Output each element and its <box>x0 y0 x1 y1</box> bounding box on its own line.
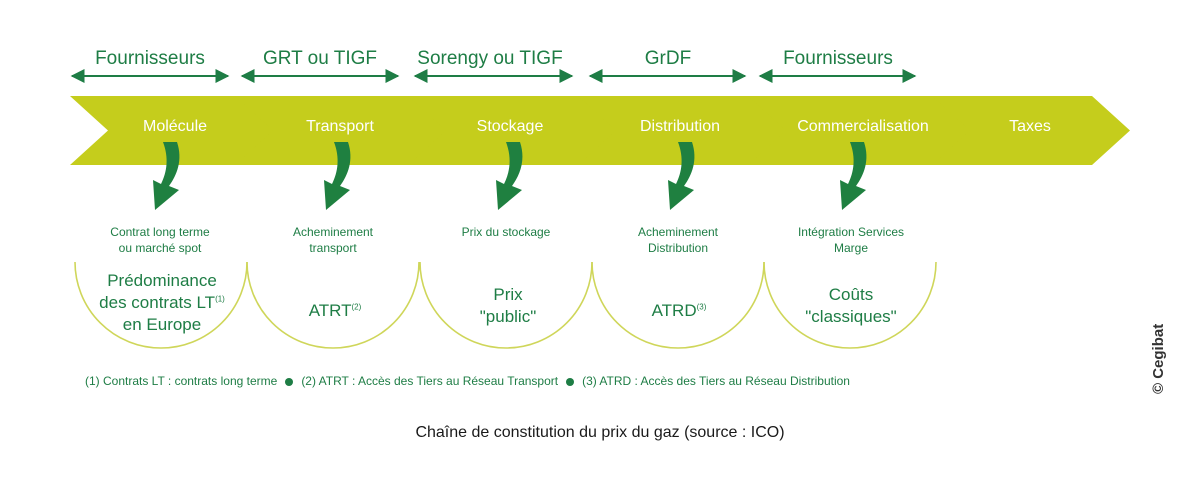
description-molecule: Contrat long terme ou marché spot <box>80 224 240 256</box>
description-line: Acheminement <box>637 225 719 239</box>
actor-label-grt: GRT ou TIGF <box>262 48 378 69</box>
chevron-1 <box>235 96 473 165</box>
description-line: Distribution <box>647 241 709 255</box>
description-stockage: Prix du stockage <box>426 224 586 240</box>
item-line: Coûts <box>828 285 874 304</box>
description-line: Prix du stockage <box>461 225 551 239</box>
stage-label-distribution: Distribution <box>639 118 721 135</box>
item-line: en Europe <box>122 315 202 334</box>
actor-label-fournisseurs: Fournisseurs <box>95 48 205 69</box>
footnote-ref-3: (3) <box>696 302 707 312</box>
curved-down-arrow-2 <box>496 142 523 210</box>
curved-down-arrow-0 <box>153 142 180 210</box>
item-couts-classiques: Coûts "classiques" <box>766 284 936 328</box>
item-atrt: ATRT(2) <box>250 300 420 322</box>
description-transport: Acheminement transport <box>253 224 413 256</box>
actor-label-grdf: GrDF <box>644 48 692 69</box>
actor-label-sorengy: Sorengy ou TIGF <box>417 48 563 69</box>
chevron-2 <box>408 96 646 165</box>
arc-2 <box>419 261 593 349</box>
chevron-0 <box>70 96 308 165</box>
arc-0 <box>74 261 248 349</box>
footnote-3: (3) ATRD : Accès des Tiers au Réseau Dis… <box>582 374 850 388</box>
arc-4 <box>763 261 937 349</box>
item-atrd: ATRD(3) <box>594 300 764 322</box>
footnote-ref-2: (2) <box>351 302 362 312</box>
curved-down-arrow-4 <box>840 142 867 210</box>
description-line: Intégration Services <box>797 225 905 239</box>
item-line: "classiques" <box>805 307 897 326</box>
actor-label-fournisseurs-2: Fournisseurs <box>783 48 893 69</box>
item-line-text: ATRD <box>651 301 697 320</box>
curved-down-arrow-1 <box>324 142 351 210</box>
chevron-5 <box>932 96 1130 165</box>
chevron-4 <box>748 96 986 165</box>
description-line: Contrat long terme <box>110 225 210 239</box>
arc-1 <box>246 261 420 349</box>
stage-label-molecule: Molécule <box>142 118 208 135</box>
item-line-text: ATRT <box>308 301 352 320</box>
item-line: des contrats LT(1) <box>77 292 247 314</box>
description-line: Acheminement <box>292 225 374 239</box>
stage-label-taxes: Taxes <box>1009 118 1051 135</box>
bullet-dot-icon <box>566 377 575 386</box>
description-distribution: Acheminement Distribution <box>598 224 758 256</box>
stage-label-stockage: Stockage <box>476 118 544 135</box>
footnote-2: (2) ATRT : Accès des Tiers au Réseau Tra… <box>301 374 559 388</box>
curved-down-arrow-3 <box>668 142 695 210</box>
item-line: "public" <box>479 307 537 326</box>
description-line: transport <box>309 241 357 255</box>
copyright-credit: © Cegibat <box>1150 323 1167 394</box>
item-line: ATRT(2) <box>250 300 420 322</box>
chevron-3 <box>578 96 816 165</box>
item-line: Prédominance <box>107 271 217 290</box>
description-line: Marge <box>833 241 868 255</box>
arc-3 <box>591 261 765 349</box>
footnote-1: (1) Contrats LT : contrats long terme <box>85 374 278 388</box>
item-line-text: des contrats LT <box>99 293 216 312</box>
item-prix-public: Prix "public" <box>423 284 593 328</box>
description-line: ou marché spot <box>118 241 202 255</box>
item-predominance: Prédominance des contrats LT(1) en Europ… <box>77 270 247 336</box>
caption: Chaîne de constitution du prix du gaz (s… <box>415 424 785 441</box>
stage-label-transport: Transport <box>306 118 374 135</box>
item-line: Prix <box>493 285 523 304</box>
footnote-ref-1: (1) <box>215 294 225 304</box>
stage-label-commercialisation: Commercialisation <box>797 118 929 135</box>
item-line: ATRD(3) <box>594 300 764 322</box>
description-commercialisation: Intégration Services Marge <box>771 224 931 256</box>
bullet-dot-icon <box>285 377 294 386</box>
footnotes: (1) Contrats LT : contrats long terme (2)… <box>85 374 850 388</box>
